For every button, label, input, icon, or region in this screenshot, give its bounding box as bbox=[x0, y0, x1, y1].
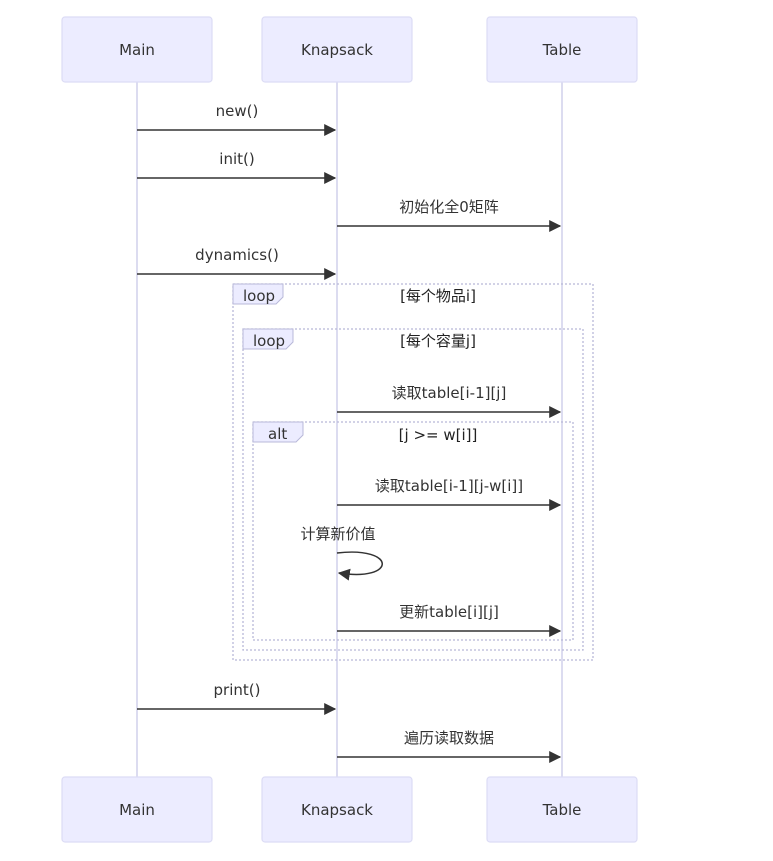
message-label: init() bbox=[219, 150, 254, 168]
actor-label: Table bbox=[542, 801, 582, 819]
actor-main-bottom: Main bbox=[61, 776, 213, 843]
actor-label: Table bbox=[542, 41, 582, 59]
message-update-table: 更新table[i][j] bbox=[337, 603, 562, 637]
message-label: 读取table[i-1][j] bbox=[392, 384, 507, 402]
frame-loop-capacity: loop [每个容量j] bbox=[242, 328, 584, 651]
frame-condition: [每个容量j] bbox=[400, 332, 476, 350]
actor-label: Knapsack bbox=[301, 801, 373, 819]
message-dynamics: dynamics() bbox=[137, 246, 337, 280]
message-label: new() bbox=[216, 102, 259, 120]
message-read-prev: 读取table[i-1][j] bbox=[337, 384, 562, 418]
message-traverse-read: 遍历读取数据 bbox=[337, 729, 562, 763]
frame-condition: [j >= w[i]] bbox=[399, 426, 478, 444]
actor-label: Main bbox=[119, 801, 155, 819]
frame-loop-items: loop [每个物品i] bbox=[232, 283, 594, 661]
message-label: 计算新价值 bbox=[300, 525, 375, 543]
message-label: 初始化全0矩阵 bbox=[399, 198, 499, 216]
message-new: new() bbox=[137, 102, 337, 136]
message-label: dynamics() bbox=[195, 246, 279, 264]
self-message-arrow bbox=[336, 551, 383, 581]
frame-keyword: loop bbox=[243, 287, 275, 305]
message-label: 读取table[i-1][j-w[i]] bbox=[375, 477, 523, 495]
actor-label: Knapsack bbox=[301, 41, 373, 59]
message-read-prev-weight: 读取table[i-1][j-w[i]] bbox=[337, 477, 562, 511]
frame-keyword: loop bbox=[253, 332, 285, 350]
actor-main-top: Main bbox=[61, 16, 213, 83]
frame-condition: [每个物品i] bbox=[400, 287, 476, 305]
message-label: 更新table[i][j] bbox=[399, 603, 499, 621]
message-label: print() bbox=[214, 681, 261, 699]
frame-tag-loop-items bbox=[232, 283, 284, 305]
message-label: 遍历读取数据 bbox=[404, 729, 494, 747]
actor-knapsack-bottom: Knapsack bbox=[261, 776, 413, 843]
actor-table-bottom: Table bbox=[486, 776, 638, 843]
frame-alt: alt [j >= w[i]] bbox=[252, 421, 574, 641]
actor-knapsack-top: Knapsack bbox=[261, 16, 413, 83]
message-init: init() bbox=[137, 150, 337, 184]
actor-table-top: Table bbox=[486, 16, 638, 83]
frame-tag-alt bbox=[252, 421, 304, 443]
message-init-matrix: 初始化全0矩阵 bbox=[337, 198, 562, 232]
frame-tag-loop-capacity bbox=[242, 328, 294, 350]
message-print: print() bbox=[137, 681, 337, 715]
message-compute-value: 计算新价值 bbox=[300, 525, 383, 581]
frame-keyword: alt bbox=[268, 425, 287, 443]
actor-label: Main bbox=[119, 41, 155, 59]
